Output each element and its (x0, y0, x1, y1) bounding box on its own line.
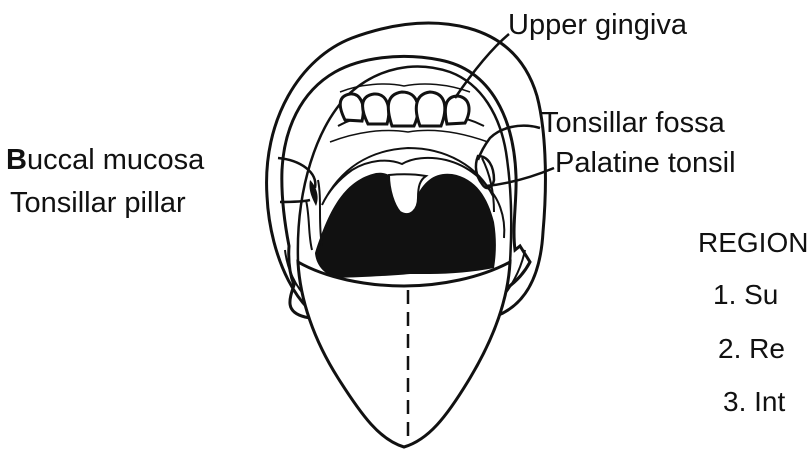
label-palatine-tonsil: Palatine tonsil (555, 149, 736, 178)
region-item: 1. Su (713, 281, 778, 309)
regions-heading: REGION (698, 229, 808, 257)
label-tonsillar-fossa: Tonsillar fossa (541, 109, 725, 138)
tongue (298, 262, 510, 447)
label-buccal-mucosa-initial: B (6, 144, 27, 176)
tooth (445, 96, 469, 124)
region-item: 2. Re (718, 335, 785, 363)
label-tonsillar-pillar: Tonsillar pillar (10, 189, 186, 218)
tooth (388, 92, 418, 126)
region-item: 3. Int (723, 388, 785, 416)
leader-tonsillar-pillar (280, 200, 310, 202)
label-buccal-mucosa: Buccal mucosa (6, 146, 204, 175)
tooth (363, 94, 389, 124)
upper-teeth (340, 92, 469, 126)
label-upper-gingiva: Upper gingiva (508, 11, 687, 40)
label-buccal-mucosa-rest: uccal mucosa (27, 144, 204, 176)
tooth (340, 94, 363, 121)
tooth (416, 92, 445, 126)
